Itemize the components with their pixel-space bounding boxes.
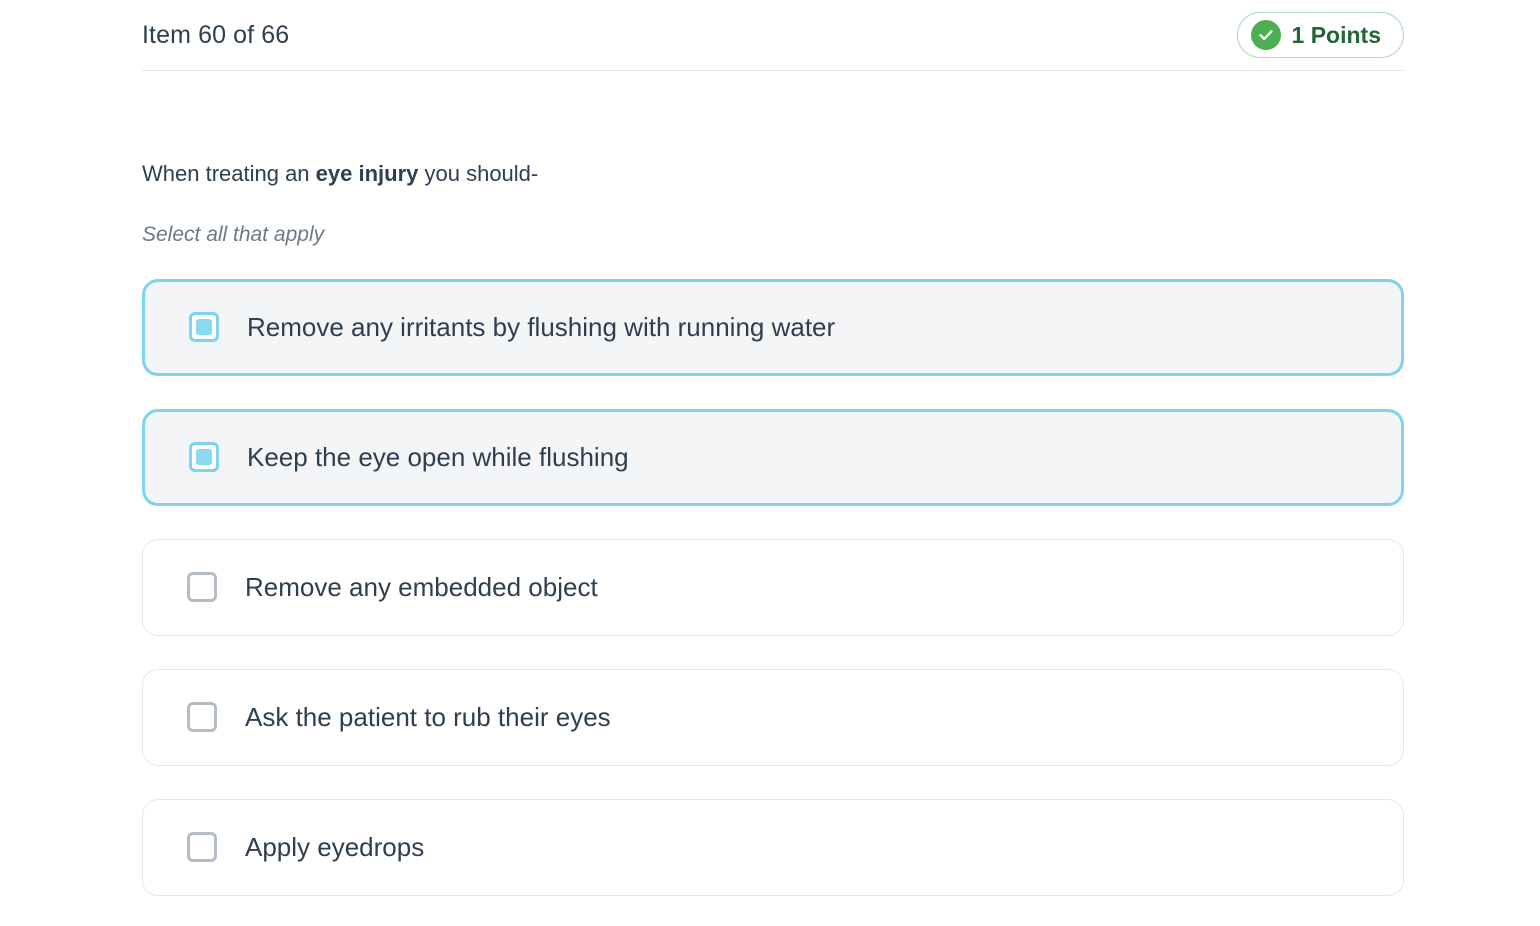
option-label: Remove any embedded object xyxy=(245,571,598,602)
option-label: Remove any irritants by flushing with ru… xyxy=(247,311,836,342)
option-row[interactable]: Keep the eye open while flushing xyxy=(142,408,1404,506)
option-row[interactable]: Remove any irritants by flushing with ru… xyxy=(142,278,1404,376)
select-all-instruction: Select all that apply xyxy=(142,222,325,246)
points-badge: 1 Points xyxy=(1236,12,1404,58)
option-row[interactable]: Ask the patient to rub their eyes xyxy=(142,668,1404,766)
checkbox-icon[interactable] xyxy=(189,442,219,473)
check-circle-icon xyxy=(1250,20,1281,50)
points-label: 1 Points xyxy=(1291,21,1381,48)
question-block: When treating an eye injury you should- … xyxy=(142,70,1404,247)
checkbox-icon[interactable] xyxy=(187,702,217,733)
option-label: Ask the patient to rub their eyes xyxy=(245,701,611,732)
checkbox-fill xyxy=(196,319,212,336)
question-prefix: When treating an xyxy=(142,161,316,186)
options-list: Remove any irritants by flushing with ru… xyxy=(142,247,1404,896)
question-emphasis: eye injury xyxy=(315,161,419,186)
option-label: Keep the eye open while flushing xyxy=(247,441,629,472)
question-suffix: you should- xyxy=(418,161,539,186)
option-label: Apply eyedrops xyxy=(245,831,425,862)
question-text: When treating an eye injury you should- xyxy=(142,160,1404,189)
content-container: Item 60 of 66 1 Points When treating an … xyxy=(142,0,1404,896)
checkbox-icon[interactable] xyxy=(187,572,217,603)
checkbox-icon[interactable] xyxy=(189,312,219,343)
item-header: Item 60 of 66 1 Points xyxy=(142,0,1404,70)
checkbox-fill xyxy=(196,449,212,466)
option-row[interactable]: Remove any embedded object xyxy=(142,538,1404,636)
checkbox-icon[interactable] xyxy=(187,832,217,863)
option-row[interactable]: Apply eyedrops xyxy=(142,798,1404,896)
item-counter: Item 60 of 66 xyxy=(142,20,290,49)
header-divider xyxy=(142,70,1404,71)
